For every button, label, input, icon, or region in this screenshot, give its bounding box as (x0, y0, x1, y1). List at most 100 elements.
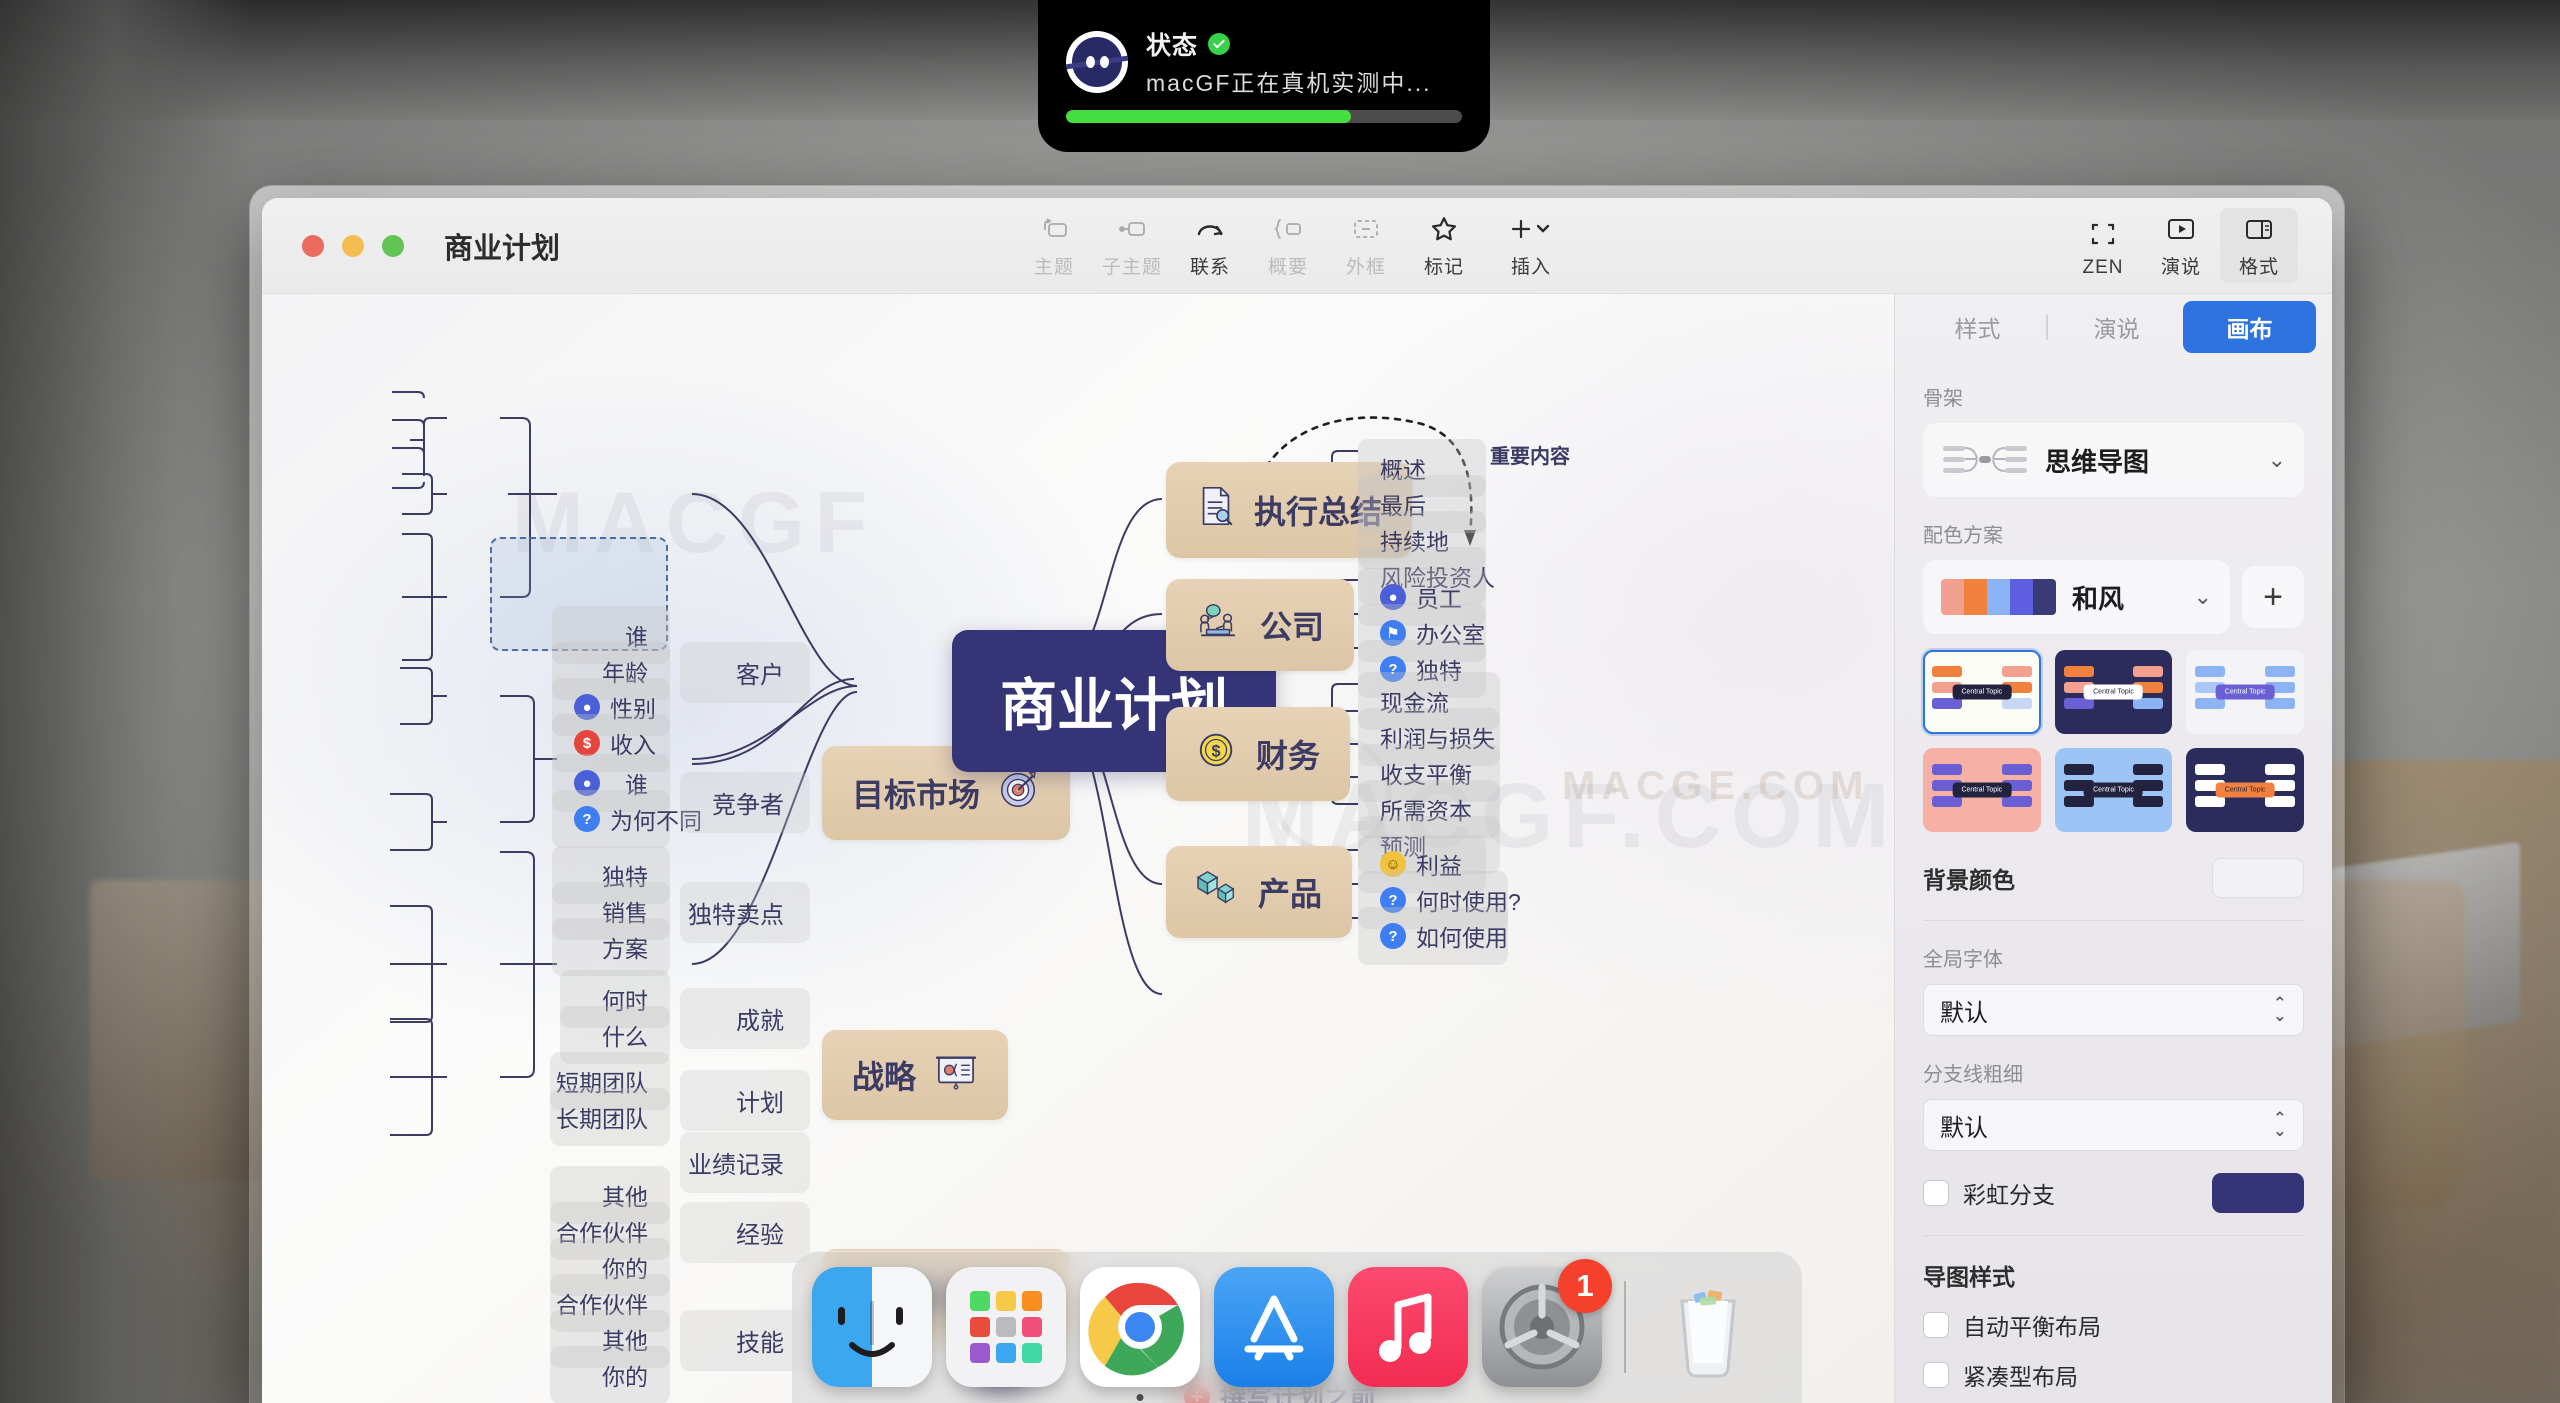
node-leaf[interactable]: 长期团队 (550, 1088, 670, 1146)
node-mid[interactable]: 成就 (680, 988, 810, 1049)
node-mid[interactable]: 独特卖点 (680, 882, 810, 943)
tab-style[interactable]: 样式 (1954, 316, 2001, 342)
node-leaf[interactable]: 你的 (550, 1346, 670, 1403)
theme-thumbnail-theme-deep[interactable]: Central Topic (2186, 748, 2304, 832)
chevron-down-icon[interactable]: ⌄ (2267, 447, 2286, 472)
theme-thumbnail-theme-coral[interactable]: Central Topic (1923, 748, 2041, 832)
toolbar-button-format[interactable]: 格式 (2220, 208, 2298, 283)
node-leaf[interactable]: 其他 (550, 1166, 670, 1224)
node-leaf[interactable]: 合作伙伴 (550, 1202, 670, 1260)
global-font-select[interactable]: 默认 ⌃⌄ (1923, 984, 2304, 1036)
theme-thumbnail-theme-light-blue[interactable]: Central Topic (2186, 650, 2304, 734)
selection-boundary[interactable] (490, 537, 668, 651)
node-leaf[interactable]: ● 员工 (1358, 568, 1486, 626)
node-branch-product[interactable]: 产品 (1166, 846, 1353, 938)
color-scheme-select[interactable]: 和风 ⌄ (1923, 560, 2230, 634)
node-leaf[interactable]: ● 性别 (552, 678, 670, 736)
rainbow-branch-checkbox[interactable] (1923, 1180, 1949, 1206)
macos-dock[interactable]: 1 (792, 1251, 1802, 1403)
node-leaf[interactable]: ? 如何使用 (1358, 907, 1508, 965)
node-branch-finance[interactable]: $ 财务 (1166, 707, 1351, 801)
node-leaf[interactable]: ⚑ 办公室 (1358, 604, 1486, 662)
left-wall (0, 0, 250, 1403)
theme-thumbnail-theme-midnight[interactable]: Central Topic (2054, 650, 2173, 734)
relation-label[interactable]: 重要内容 (1490, 446, 1570, 468)
close-button[interactable] (302, 234, 324, 257)
auto-balance-label: 自动平衡布局 (1963, 1314, 2101, 1340)
toolbar-button-relation[interactable]: 联系 (1171, 208, 1249, 283)
tab-canvas[interactable]: 画布 (2183, 301, 2316, 353)
toolbar-button-insert[interactable]: 插入 (1483, 208, 1579, 283)
dock-item-trash[interactable] (1648, 1267, 1768, 1387)
node-branch-company[interactable]: 公司 (1166, 579, 1355, 671)
node-branch-strategy[interactable]: 战略 (822, 1030, 1009, 1120)
auto-balance-checkbox[interactable] (1923, 1312, 1949, 1338)
node-mid[interactable]: 经验 (680, 1202, 810, 1263)
stepper-arrows-icon[interactable]: ⌃⌄ (2272, 1108, 2287, 1140)
map-style-option-auto-balance[interactable]: 自动平衡布局 (1923, 1308, 2304, 1342)
node-mid[interactable]: 竞争者 (680, 772, 810, 833)
node-branch-executive-summary[interactable]: 执行总结 (1166, 462, 1413, 558)
node-leaf[interactable]: 你的 (550, 1238, 670, 1296)
node-leaf[interactable]: 销售 (552, 882, 670, 940)
node-leaf[interactable]: 持续地 (1358, 511, 1486, 569)
compact-layout-checkbox[interactable] (1923, 1362, 1949, 1388)
minimize-button[interactable] (342, 234, 364, 257)
node-leaf[interactable]: 短期团队 (550, 1052, 670, 1110)
traffic-lights[interactable] (302, 234, 404, 257)
node-leaf[interactable]: 独特 (552, 846, 670, 904)
rainbow-branch-color-swatch[interactable] (2212, 1173, 2304, 1213)
background-color-swatch[interactable] (2212, 858, 2304, 898)
dynamic-island-overlay[interactable]: 状态 macGF正在真机实测中... (1038, 0, 1490, 152)
mindmap-canvas[interactable]: MACGF MACGF.COM MACGE.COM MACGF (262, 294, 1894, 1403)
toolbar-button-subtopic[interactable]: 子主题 (1093, 208, 1171, 283)
node-leaf[interactable]: 最后 (1358, 475, 1486, 533)
node-leaf[interactable]: $ 收入 (552, 714, 670, 772)
skeleton-select[interactable]: 思维导图 ⌄ (1923, 423, 2304, 497)
node-leaf[interactable]: ? 何时使用? (1358, 871, 1521, 929)
node-leaf[interactable]: 所需资本 (1358, 780, 1500, 838)
node-leaf[interactable]: 何时 (560, 970, 670, 1028)
dock-item-chrome[interactable] (1080, 1267, 1200, 1401)
theme-thumbnail-theme-sky[interactable]: Central Topic (2054, 748, 2173, 832)
add-color-scheme-button[interactable]: + (2242, 566, 2304, 628)
branch-width-select[interactable]: 默认 ⌃⌄ (1923, 1099, 2304, 1151)
dock-item-finder[interactable] (812, 1267, 932, 1387)
stepper-arrows-icon[interactable]: ⌃⌄ (2272, 993, 2287, 1025)
node-leaf[interactable]: 方案 (552, 918, 670, 976)
theme-thumbnail-theme-kazefu[interactable]: Central Topic (1923, 650, 2041, 734)
zoom-button[interactable] (382, 234, 404, 257)
toolbar-button-summary[interactable]: 概要 (1249, 208, 1327, 283)
node-mid[interactable]: 技能 (680, 1310, 810, 1371)
node-leaf[interactable]: ? 为何不同 (552, 790, 702, 848)
toolbar-button-topic[interactable]: 主题 (1015, 208, 1093, 283)
node-label: 成就 (736, 1008, 784, 1035)
dock-item-launchpad[interactable] (946, 1267, 1066, 1387)
map-style-option-compact[interactable]: 紧凑型布局 (1923, 1358, 2304, 1392)
node-leaf[interactable]: ● 谁 (552, 754, 670, 812)
node-leaf[interactable]: 谁 (552, 606, 670, 664)
node-leaf[interactable]: ☺ 利益 (1358, 835, 1486, 893)
dock-item-system-settings[interactable]: 1 (1482, 1259, 1612, 1387)
node-mid[interactable]: 客户 (680, 642, 810, 703)
dock-item-music[interactable] (1348, 1267, 1468, 1387)
tab-presentation[interactable]: 演说 (2093, 316, 2140, 342)
mindmap-app-window: 商业计划 主题 子主题 (262, 198, 2332, 1403)
dock-item-app-store[interactable] (1214, 1267, 1334, 1387)
node-mid[interactable]: 业绩记录 (680, 1132, 810, 1193)
node-leaf[interactable]: 其他 (550, 1310, 670, 1368)
node-leaf[interactable]: 利润与损失 (1358, 708, 1500, 766)
node-leaf[interactable]: 现金流 (1358, 672, 1500, 730)
node-leaf[interactable]: 合作伙伴 (550, 1274, 670, 1332)
toolbar-button-present[interactable]: 演说 (2142, 208, 2220, 283)
chevron-down-icon[interactable]: ⌄ (2193, 584, 2212, 609)
node-leaf[interactable]: 什么 (560, 1006, 670, 1064)
node-leaf[interactable]: 概述 (1358, 439, 1486, 497)
node-mid[interactable]: 计划 (680, 1070, 810, 1131)
node-leaf[interactable]: 收支平衡 (1358, 744, 1500, 802)
toolbar-button-marker[interactable]: 标记 (1405, 208, 1483, 283)
node-leaf[interactable]: 年龄 (552, 642, 670, 700)
node-leaf[interactable]: ? 独特 (1358, 640, 1486, 698)
toolbar-button-zen[interactable]: ZEN (2064, 213, 2142, 283)
toolbar-button-boundary[interactable]: 外框 (1327, 208, 1405, 283)
